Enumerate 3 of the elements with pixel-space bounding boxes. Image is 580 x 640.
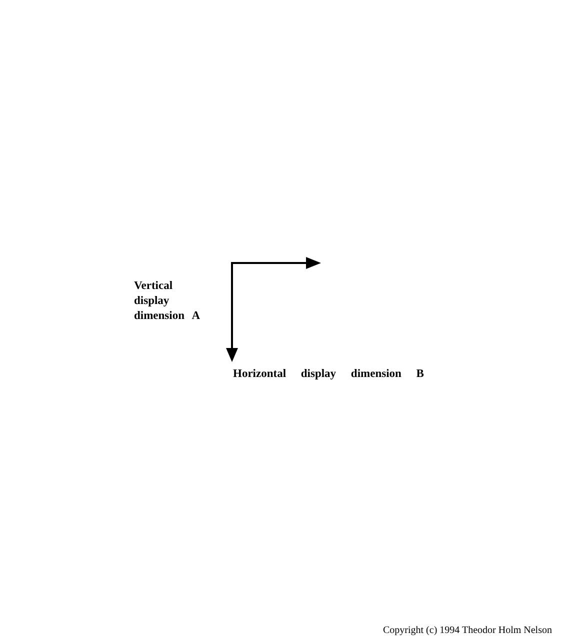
- copyright-notice: Copyright (c) 1994 Theodor Holm Nelson: [383, 624, 552, 637]
- axis-label: Vertical display dimension A: [134, 279, 202, 324]
- axis-label: Horizontal display dimension B: [233, 367, 424, 382]
